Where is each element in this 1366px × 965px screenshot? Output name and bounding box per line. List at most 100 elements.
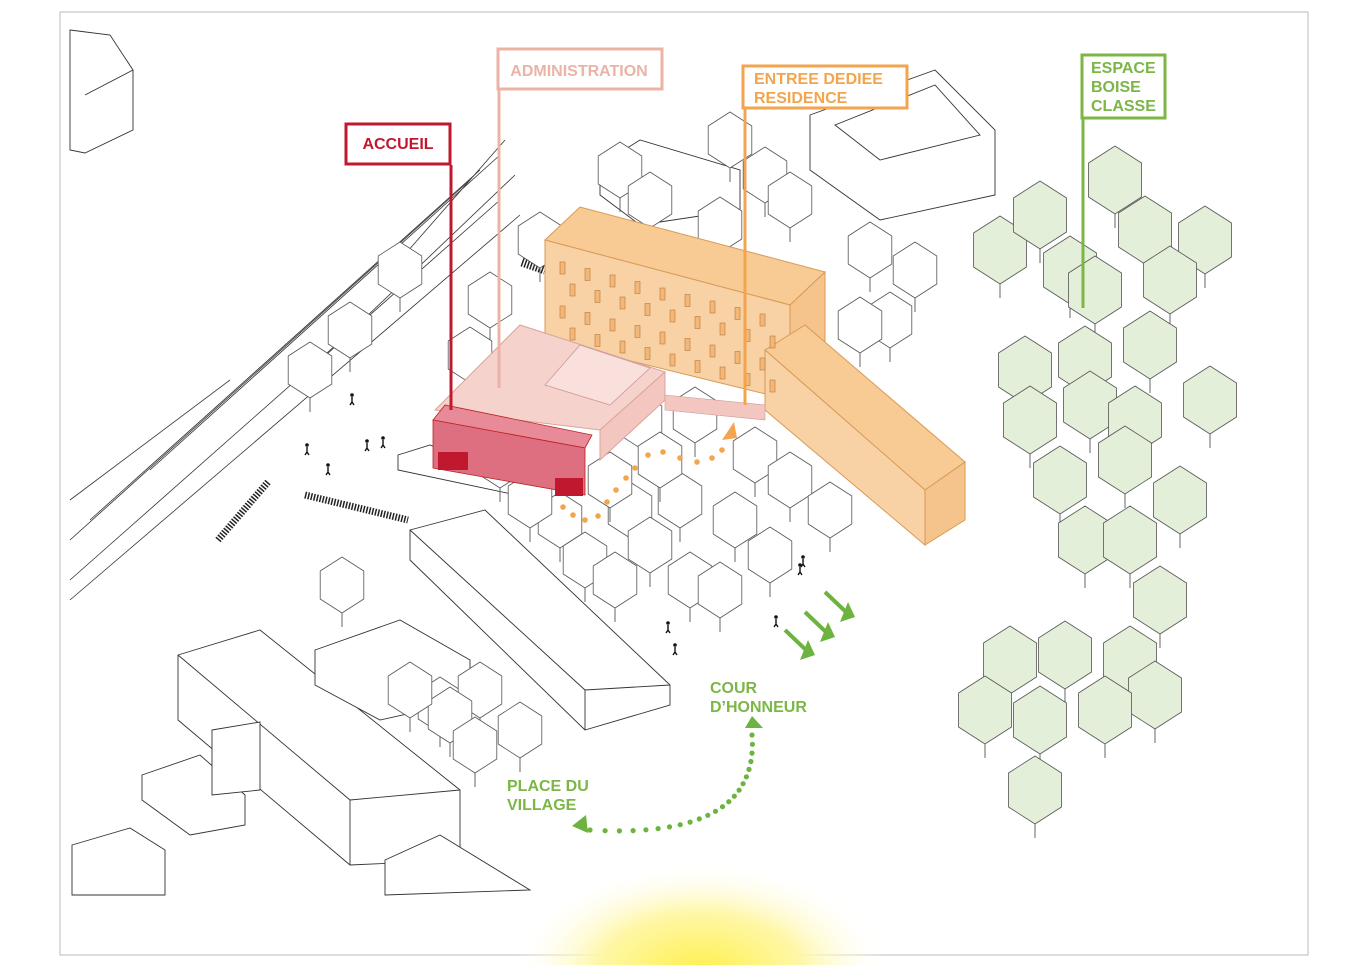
fences	[215, 257, 547, 543]
white-tree	[732, 426, 778, 497]
window	[719, 322, 726, 336]
window	[584, 268, 591, 281]
white-tree	[592, 551, 638, 622]
route-dot	[712, 808, 719, 814]
route-dot	[748, 758, 754, 765]
residence-windows	[559, 261, 776, 393]
white-tree	[837, 296, 883, 367]
pedestrian-icon	[773, 615, 779, 628]
window	[684, 294, 691, 307]
pedestrian-icon	[325, 463, 331, 476]
white-tree	[767, 171, 813, 242]
window	[619, 340, 626, 354]
route-dot	[726, 799, 732, 805]
window	[709, 300, 716, 314]
green-tree	[1128, 660, 1182, 743]
window	[769, 335, 776, 349]
window	[594, 334, 601, 347]
label-place-line1: PLACE DU	[507, 778, 589, 795]
route-dot	[616, 828, 623, 834]
window	[559, 261, 566, 275]
route-dot	[587, 827, 593, 833]
green-tree	[1068, 255, 1122, 338]
white-tree	[327, 301, 373, 372]
window	[759, 357, 766, 371]
green-tree	[1013, 180, 1067, 263]
label-entree-residence: ENTREE DEDIEE RESIDENCE	[741, 64, 909, 110]
pedestrians	[304, 393, 806, 656]
white-tree	[287, 341, 333, 412]
green-tree	[1178, 205, 1232, 288]
cour-arrows	[783, 590, 855, 660]
route-dot	[677, 822, 683, 828]
label-place-village: PLACE DU VILLAGE	[507, 778, 589, 814]
route-dot	[645, 452, 651, 458]
window	[569, 283, 576, 297]
window	[769, 379, 776, 393]
route-dot	[736, 787, 742, 793]
espace-boise-classe-trees	[958, 145, 1237, 838]
green-tree	[1103, 505, 1157, 588]
window	[619, 296, 626, 310]
pedestrian-icon	[380, 436, 386, 449]
route-dot	[582, 517, 588, 523]
window	[609, 274, 616, 288]
window	[669, 353, 676, 367]
residence-entry-arrowhead	[722, 422, 737, 440]
residence-entry-path	[560, 447, 725, 523]
white-tree	[707, 111, 753, 182]
white-tree	[892, 241, 938, 312]
white-tree	[319, 556, 365, 627]
route-dot	[666, 824, 673, 830]
label-accueil: ACCUEIL	[344, 122, 452, 166]
white-tree	[697, 561, 743, 632]
pedestrian-icon	[797, 563, 803, 576]
route-dot	[749, 741, 756, 747]
route-dot	[613, 487, 619, 493]
white-tree	[807, 481, 853, 552]
window	[759, 313, 766, 327]
label-administration: ADMINISTRATION	[496, 47, 664, 91]
window	[709, 344, 716, 358]
route-dot	[696, 816, 702, 822]
route-dot	[602, 828, 608, 834]
white-tree	[637, 431, 683, 502]
white-tree	[587, 451, 633, 522]
pedestrian-icon	[800, 555, 806, 568]
window	[594, 290, 601, 303]
administration-building	[433, 324, 766, 462]
white-tree	[387, 661, 433, 732]
white-tree	[497, 701, 543, 772]
green-tree	[1153, 465, 1207, 548]
route-dot	[694, 459, 700, 465]
route-dot	[749, 750, 755, 756]
route-dot	[746, 766, 752, 773]
green-tree	[1078, 675, 1132, 758]
route-dot	[743, 774, 750, 780]
window	[684, 338, 691, 351]
pedestrian-icon	[304, 443, 310, 456]
white-tree	[377, 241, 423, 312]
route-dot	[719, 804, 726, 810]
route-dot	[643, 827, 649, 833]
window	[634, 325, 641, 338]
window	[694, 316, 701, 329]
route-dot	[655, 826, 661, 832]
label-espace-line2: BOISE	[1091, 79, 1141, 96]
white-tree	[452, 716, 498, 787]
route-dot	[740, 781, 746, 787]
window	[719, 366, 726, 380]
green-tree	[1008, 755, 1062, 838]
green-tree	[1123, 310, 1177, 393]
label-place-line2: VILLAGE	[507, 797, 577, 814]
route-dot	[560, 504, 566, 510]
pedestrian-icon	[672, 643, 678, 656]
route-dot	[705, 812, 711, 818]
green-tree	[1013, 685, 1067, 768]
route-dot	[677, 455, 683, 461]
window	[659, 331, 666, 345]
white-tree	[712, 491, 758, 562]
label-administration-text: ADMINISTRATION	[510, 63, 647, 80]
window	[569, 327, 576, 341]
